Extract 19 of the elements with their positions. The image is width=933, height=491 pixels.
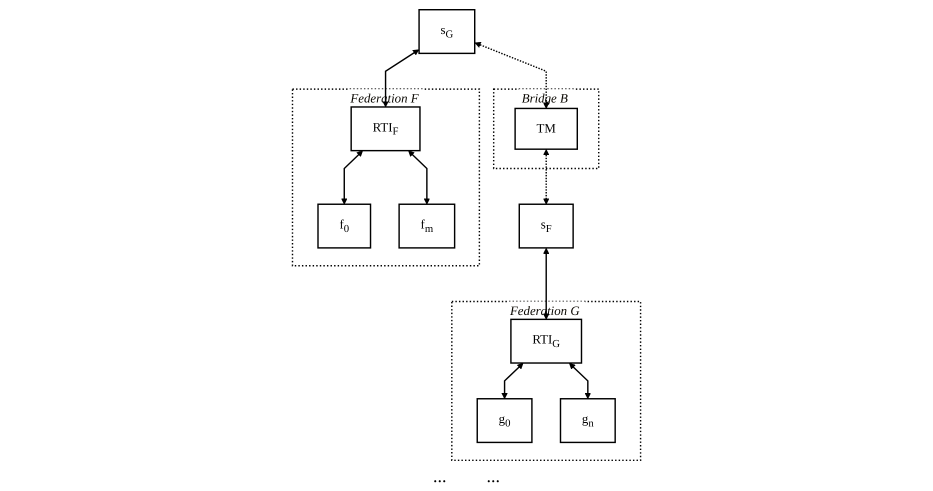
node-box: RTI$_{F}$ (350, 106, 421, 152)
node-box: g$_{n}$ (560, 398, 616, 444)
node-box: f$_{0}$ (317, 204, 372, 249)
ellipsis-label: ... (486, 466, 500, 487)
node-box: TM (514, 108, 578, 150)
arrow (501, 362, 524, 400)
node-box: RTI$_{G}$ (510, 318, 582, 364)
node-box: g$_{0}$ (476, 398, 533, 444)
arrow (382, 49, 420, 108)
node-box: s$_{G}$ (418, 9, 476, 54)
arrow (568, 362, 591, 400)
arrow (543, 149, 550, 205)
arrow (474, 42, 550, 109)
arrow (341, 150, 363, 205)
node-box: f$_{m}$ (398, 204, 456, 249)
ellipsis-label: ... (433, 466, 446, 487)
node-box: s$_{F}$ (518, 204, 574, 249)
arrow (408, 150, 430, 205)
arrow (543, 248, 550, 320)
